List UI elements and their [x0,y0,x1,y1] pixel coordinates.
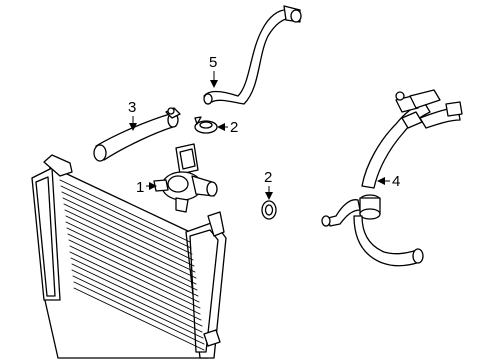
bypass-hose [203,5,302,105]
callout-5: 5 [209,54,218,88]
radiator [31,154,227,359]
auxiliary-pump [153,143,218,213]
callout-2-upper-label: 2 [230,119,238,136]
callout-3-label: 3 [128,99,136,116]
callout-1: 1 [136,179,157,196]
callout-2-lower: 2 [264,169,273,200]
callout-5-label: 5 [209,54,217,71]
hose-clamp-lower [261,200,277,220]
callout-4-label: 4 [392,173,400,190]
callout-1-label: 1 [136,179,144,196]
heater-hose-assembly [321,89,463,267]
callout-2-lower-label: 2 [264,169,272,186]
callout-2-upper: 2 [217,119,238,136]
callout-4: 4 [377,173,400,190]
callout-3: 3 [128,99,137,131]
upper-radiator-hose [93,107,181,162]
hose-clamp-upper [194,116,218,134]
